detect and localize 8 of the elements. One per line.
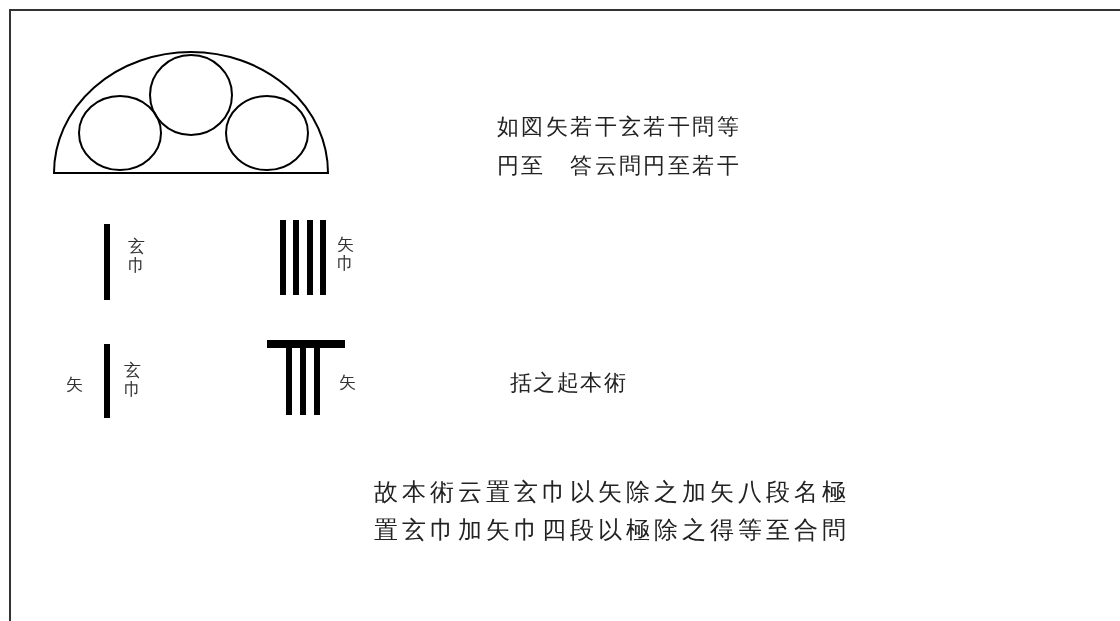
rod-label: 玄巾 <box>128 237 145 275</box>
rod-label: 玄巾 <box>124 361 141 399</box>
rod-label: 矢 <box>66 375 83 394</box>
method-text: 故本術云置玄巾以矢除之加矢八段名極置玄巾加矢巾四段以極除之得等至合問 <box>374 477 851 546</box>
rod-label: 矢巾 <box>337 235 354 273</box>
rod-label: 矢 <box>339 373 356 392</box>
method-title: 括之起本術 <box>510 369 628 397</box>
problem-text: 如図矢若干玄若干問等円至 答云問円至若干 <box>497 113 742 180</box>
